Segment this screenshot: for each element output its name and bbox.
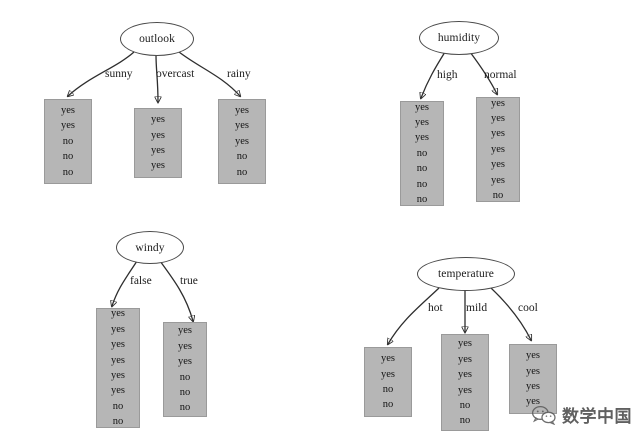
edge-label-rainy: rainy xyxy=(227,68,251,80)
leaf-box-outlook-rainy[interactable]: yes yes yes no no xyxy=(218,99,266,184)
node-outlook[interactable]: outlook xyxy=(120,22,194,56)
leaf-value: yes xyxy=(111,385,125,397)
leaf-box-temperature-mild[interactable]: yes yes yes yes no no xyxy=(441,334,489,431)
leaf-value: yes xyxy=(415,116,429,128)
leaf-value: yes xyxy=(61,120,75,132)
leaf-value: yes xyxy=(381,368,395,380)
leaf-value: yes xyxy=(111,339,125,351)
leaf-value: yes xyxy=(111,370,125,381)
leaf-box-temperature-hot[interactable]: yes yes no no xyxy=(364,347,412,417)
leaf-value: yes xyxy=(458,338,472,350)
leaf-value: yes xyxy=(415,101,429,113)
leaf-value: no xyxy=(416,163,428,175)
leaf-value: no xyxy=(382,399,394,411)
leaf-value: no xyxy=(236,151,248,163)
leaf-value: yes xyxy=(111,354,125,366)
leaf-value: yes xyxy=(151,114,165,126)
leaf-value: no xyxy=(179,402,191,414)
leaf-value: no xyxy=(62,151,74,163)
leaf-value: no xyxy=(179,386,191,398)
leaf-value: no xyxy=(416,147,428,159)
leaf-box-outlook-overcast[interactable]: yes yes yes yes xyxy=(134,108,182,178)
watermark: 数学中国 xyxy=(531,402,632,427)
leaf-value: no xyxy=(492,190,504,202)
edge-label-cool: cool xyxy=(518,302,538,314)
leaf-box-outlook-sunny[interactable]: yes yes no no no xyxy=(44,99,92,184)
leaf-value: yes xyxy=(61,104,75,116)
leaf-value: yes xyxy=(381,353,395,365)
leaf-box-temperature-cool[interactable]: yes yes yes yes xyxy=(509,344,557,414)
edge-label-normal: normal xyxy=(484,69,517,81)
leaf-value: no xyxy=(416,178,428,190)
leaf-value: no xyxy=(112,400,124,412)
leaf-value: yes xyxy=(526,396,540,408)
watermark-text: 数学中国 xyxy=(562,407,632,427)
leaf-value: yes xyxy=(178,356,192,368)
edge-label-false: false xyxy=(130,275,152,287)
edge-label-true: true xyxy=(180,275,198,287)
leaf-value: yes xyxy=(151,160,165,172)
leaf-value: yes xyxy=(526,350,540,362)
leaf-value: yes xyxy=(458,353,472,365)
leaf-value: no xyxy=(382,384,394,395)
leaf-value: yes xyxy=(491,112,505,124)
leaf-value: yes xyxy=(178,325,192,337)
node-humidity-label: humidity xyxy=(437,32,481,44)
leaf-value: no xyxy=(459,415,471,427)
leaf-box-humidity-normal[interactable]: yes yes yes yes yes yes no xyxy=(476,97,520,202)
leaf-value: no xyxy=(179,371,191,383)
leaf-value: yes xyxy=(235,135,249,147)
node-outlook-label: outlook xyxy=(139,33,175,45)
leaf-box-windy-true[interactable]: yes yes yes no no no xyxy=(163,322,207,417)
node-windy-label: windy xyxy=(135,241,165,254)
leaf-value: yes xyxy=(491,97,505,109)
leaf-value: no xyxy=(112,416,124,428)
leaf-value: yes xyxy=(526,381,540,392)
leaf-value: no xyxy=(459,399,471,411)
leaf-value: yes xyxy=(526,365,540,377)
leaf-value: no xyxy=(62,135,74,147)
leaf-value: yes xyxy=(458,369,472,381)
leaf-value: yes xyxy=(151,129,165,141)
leaf-box-windy-false[interactable]: yes yes yes yes yes yes no no xyxy=(96,308,140,428)
node-temperature-label: temperature xyxy=(437,268,494,280)
leaf-value: yes xyxy=(151,145,165,156)
leaf-value: yes xyxy=(111,323,125,335)
edge-label-mild: mild xyxy=(466,302,488,314)
leaf-value: yes xyxy=(491,128,505,140)
leaf-value: yes xyxy=(491,159,505,171)
leaf-value: yes xyxy=(415,132,429,144)
leaf-value: yes xyxy=(235,104,249,116)
node-windy[interactable]: windy xyxy=(116,231,184,264)
edge-label-hot: hot xyxy=(428,302,443,314)
leaf-value: yes xyxy=(111,308,125,320)
leaf-value: no xyxy=(62,166,74,178)
node-humidity[interactable]: humidity xyxy=(419,21,499,55)
edge-label-sunny: sunny xyxy=(105,68,133,80)
leaf-box-humidity-high[interactable]: yes yes yes no no no no xyxy=(400,101,444,206)
leaf-value: yes xyxy=(491,143,505,155)
leaf-value: yes xyxy=(235,120,249,132)
wechat-icon xyxy=(531,405,556,425)
leaf-value: no xyxy=(236,166,248,178)
leaf-value: yes xyxy=(178,340,192,352)
leaf-value: yes xyxy=(491,174,505,186)
edge-label-high: high xyxy=(437,69,458,81)
leaf-value: yes xyxy=(458,384,472,396)
leaf-value: no xyxy=(416,194,428,206)
node-temperature[interactable]: temperature xyxy=(417,257,515,291)
edge-label-overcast: overcast xyxy=(156,68,195,80)
